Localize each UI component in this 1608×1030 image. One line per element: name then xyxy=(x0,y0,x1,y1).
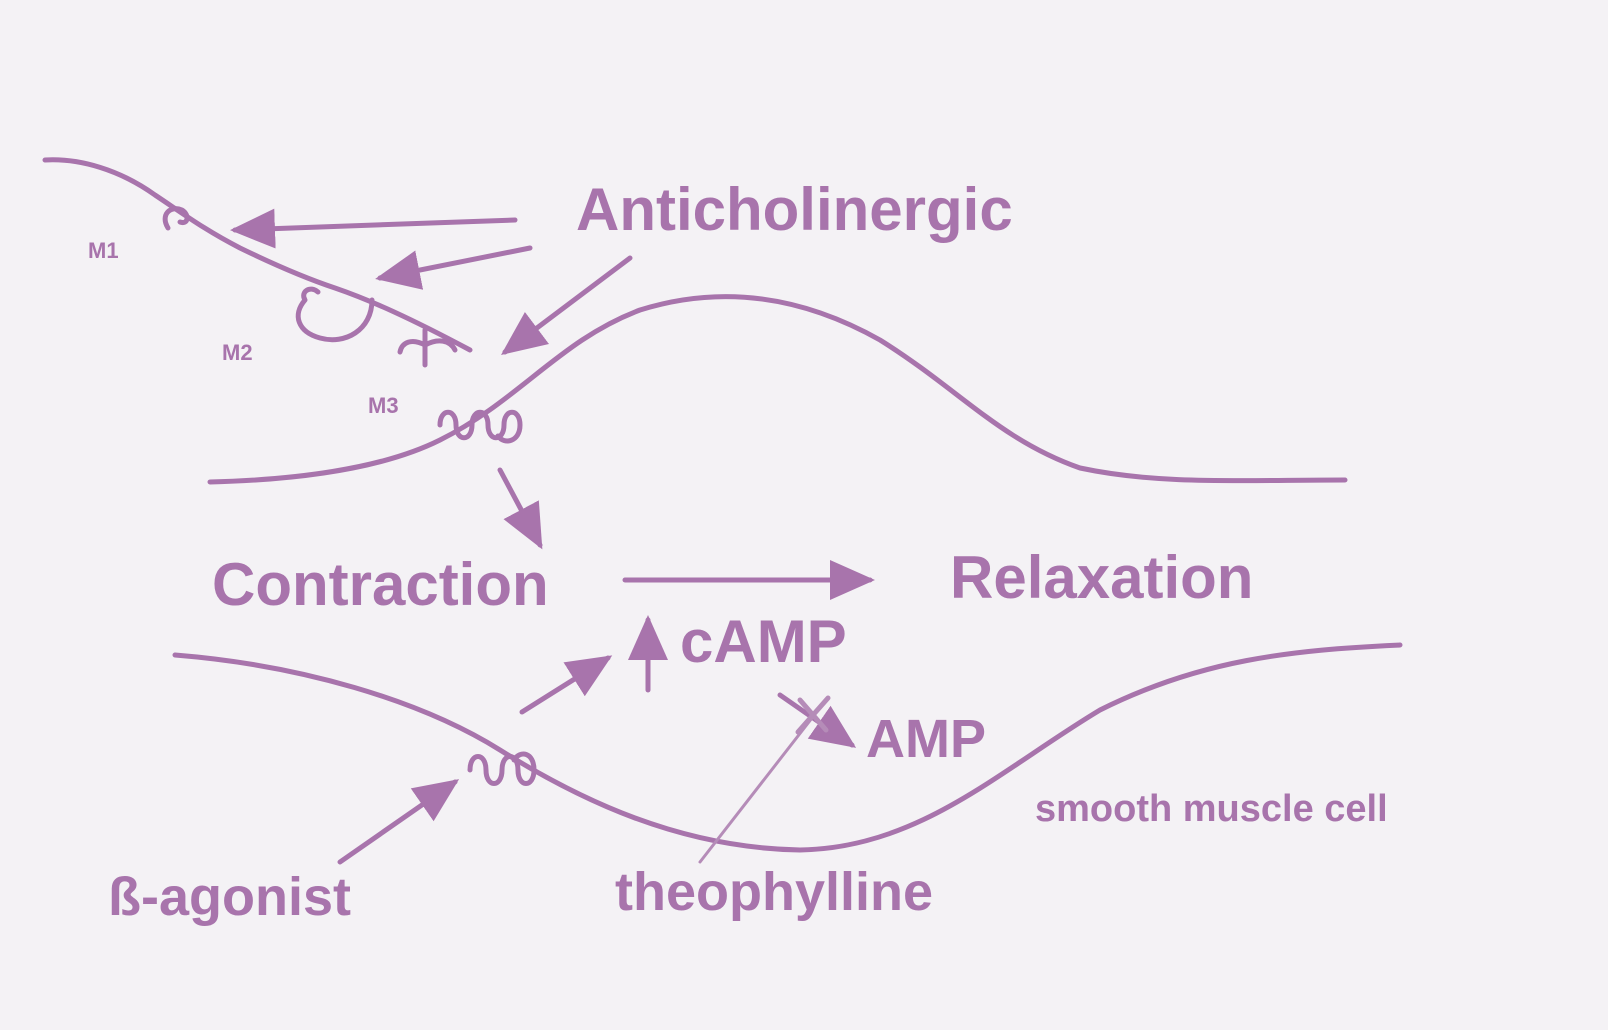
upper-cell-membrane xyxy=(210,297,1345,482)
relaxation-label: Relaxation xyxy=(950,548,1253,608)
beta-agonist-label: ß-agonist xyxy=(108,870,351,924)
m3-label: M3 xyxy=(368,395,399,417)
theophylline-line xyxy=(700,718,812,862)
m3-to-contraction-arrow xyxy=(500,470,540,545)
anticholinergic-to-m2-arrow xyxy=(380,248,530,278)
beta-agonist-to-receptor-arrow xyxy=(340,782,455,862)
receptor-to-camp-arrow xyxy=(522,658,608,712)
anticholinergic-label: Anticholinergic xyxy=(576,180,1013,240)
m1-label: M1 xyxy=(88,240,119,262)
contraction-label: Contraction xyxy=(212,555,549,615)
anticholinergic-to-m3-arrow xyxy=(505,258,630,352)
beta-receptor-coil-icon xyxy=(470,754,534,783)
anticholinergic-to-m1-arrow xyxy=(235,220,515,230)
smooth-muscle-cell-label: smooth muscle cell xyxy=(1035,790,1388,828)
amp-label: AMP xyxy=(866,712,986,766)
theophylline-label: theophylline xyxy=(615,865,933,919)
camp-label: cAMP xyxy=(680,612,847,672)
m2-label: M2 xyxy=(222,342,253,364)
